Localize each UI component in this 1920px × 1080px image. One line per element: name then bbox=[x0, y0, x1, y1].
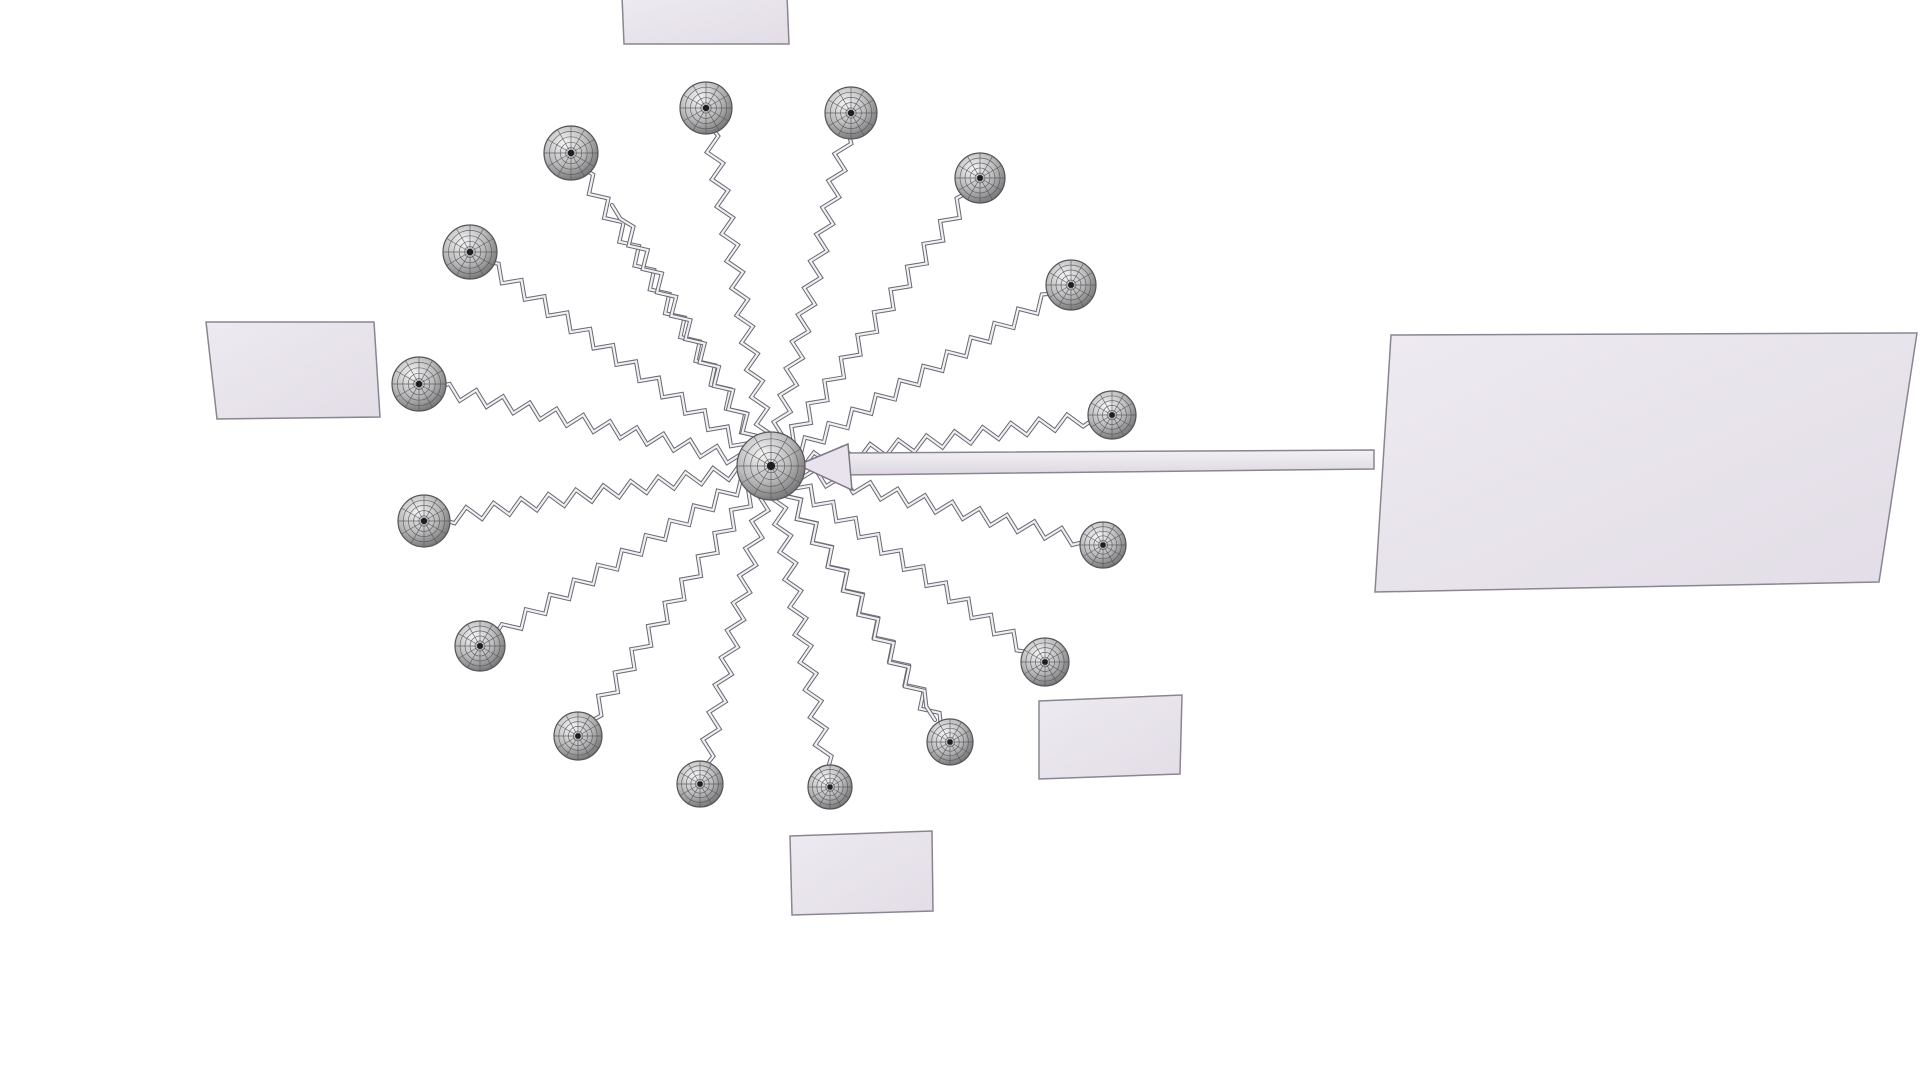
outer-sphere-15 bbox=[676, 760, 724, 808]
spring-2 bbox=[768, 110, 854, 469]
spring-16 bbox=[767, 463, 834, 790]
spring-11 bbox=[477, 463, 774, 649]
outer-sphere-3 bbox=[543, 125, 599, 181]
outer-sphere-9 bbox=[397, 494, 451, 548]
spring-1 bbox=[703, 105, 776, 469]
outer-sphere-4 bbox=[954, 152, 1006, 204]
spring-12 bbox=[768, 463, 1048, 665]
outer-sphere-16 bbox=[807, 764, 853, 810]
outer-sphere-1 bbox=[679, 81, 733, 135]
spring-13 bbox=[575, 463, 774, 739]
springs bbox=[416, 105, 1115, 790]
spring-4 bbox=[768, 175, 983, 469]
spring-18 bbox=[768, 463, 938, 723]
blank-panel-lower-right bbox=[1038, 694, 1183, 780]
blank-panel-left bbox=[205, 321, 381, 420]
outer-sphere-12 bbox=[1020, 637, 1070, 687]
blank-panel-large-right bbox=[1374, 332, 1918, 593]
outer-sphere-10 bbox=[1079, 521, 1127, 569]
pointer-arrow bbox=[796, 442, 1375, 492]
center-sphere bbox=[736, 431, 806, 501]
outer-sphere-8 bbox=[1087, 390, 1137, 440]
outer-sphere-2 bbox=[824, 86, 878, 140]
outer-sphere-5 bbox=[442, 224, 498, 280]
outer-sphere-6 bbox=[1045, 259, 1097, 311]
outer-sphere-14 bbox=[926, 718, 974, 766]
spring-7 bbox=[416, 381, 774, 469]
outer-sphere-11 bbox=[454, 620, 506, 672]
spring-9 bbox=[421, 461, 774, 526]
outer-sphere-13 bbox=[553, 711, 603, 761]
spring-17 bbox=[609, 202, 774, 469]
arrow-shaft bbox=[839, 449, 1375, 476]
outer-sphere-7 bbox=[391, 356, 447, 412]
blank-panel-bottom bbox=[789, 830, 934, 916]
arrow-head bbox=[796, 442, 853, 492]
spring-6 bbox=[768, 282, 1074, 469]
blank-panels bbox=[205, 0, 1918, 916]
center-sphere-body bbox=[736, 431, 806, 501]
spring-15 bbox=[697, 463, 774, 787]
outer-spheres bbox=[391, 81, 1137, 810]
blank-panel-top bbox=[621, 0, 790, 45]
spring-10 bbox=[768, 463, 1106, 548]
spring-5 bbox=[467, 249, 774, 469]
